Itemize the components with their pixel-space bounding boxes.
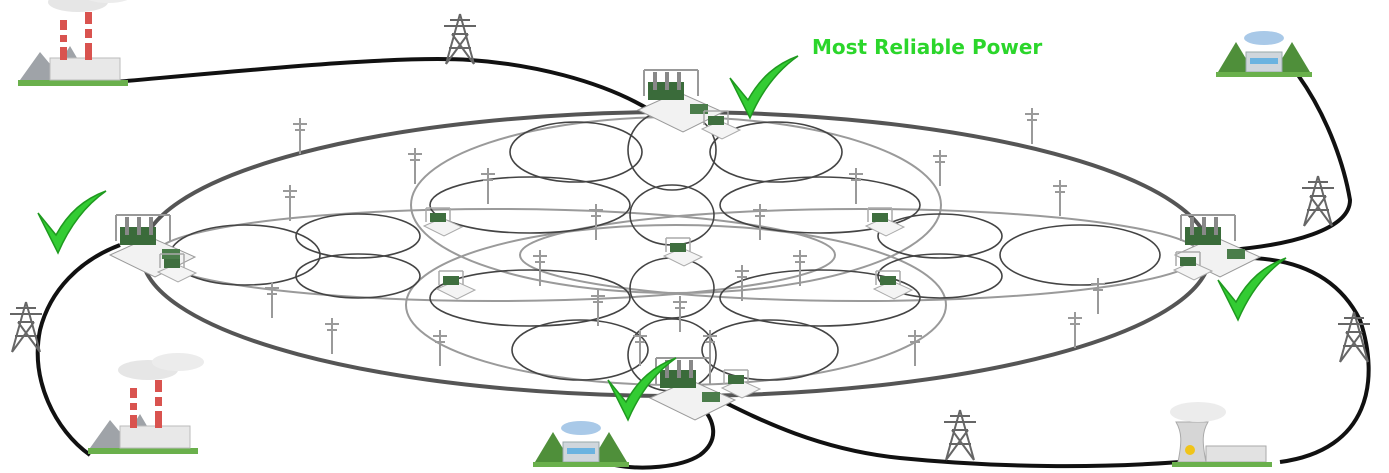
headline-label: Most Reliable Power [812, 35, 1042, 59]
substation-icon [423, 207, 463, 237]
transmission-tower-icon [443, 13, 477, 65]
nuclear-plant-icon [1169, 401, 1273, 468]
transmission-tower-icon [943, 409, 977, 461]
thermal-plant-icon [87, 352, 205, 455]
checkmark-icon [729, 55, 799, 119]
transmission-tower-icon [1301, 175, 1335, 227]
checkmark-icon [37, 190, 107, 254]
feeder-lines [35, 57, 1371, 470]
substation-icon [663, 237, 703, 267]
thermal-plant-icon [17, 0, 135, 87]
distribution-poles [264, 107, 1106, 367]
substations [109, 69, 1261, 421]
petal-rings [169, 109, 1161, 392]
transmission-tower-icon [9, 301, 43, 353]
hydro-plant-icon [1215, 30, 1313, 78]
hydro-plant-icon [532, 420, 630, 468]
